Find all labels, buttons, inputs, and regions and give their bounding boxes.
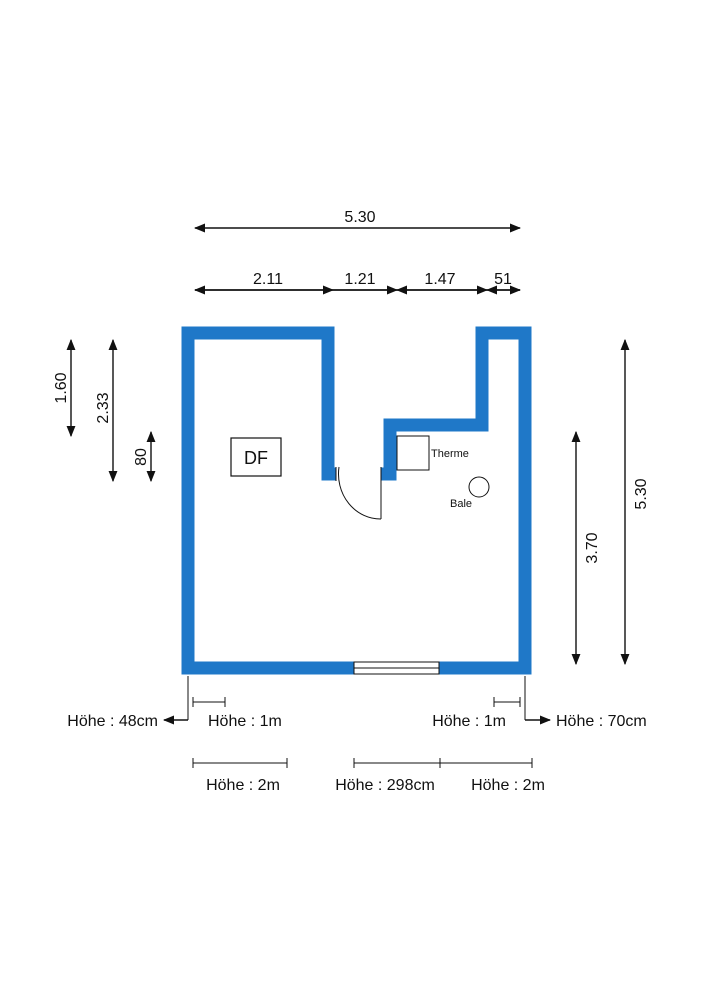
room-walls [181,326,532,675]
dimension-left-1: 1.60 [53,372,70,403]
height-left-inner: Höhe : 1m [208,713,282,730]
height-right-inner: Höhe : 1m [432,713,506,730]
dimension-top-seg-3: 1.47 [424,271,455,288]
height-bottom-left: Höhe : 2m [206,777,280,794]
door-opening [336,466,381,482]
df-label: DF [244,448,268,468]
dimension-top-total: 5.30 [344,209,375,226]
dimension-left-3: 80 [133,448,150,466]
dimension-right-1: 3.70 [584,532,601,563]
dimension-left-2: 2.33 [95,392,112,423]
height-bottom-center: Höhe : 298cm [335,777,435,794]
dimension-top-seg-4: 51 [494,271,512,288]
height-left-outer: Höhe : 48cm [67,713,158,730]
dimension-top-seg-2: 1.21 [344,271,375,288]
bale-circle [468,476,490,498]
door-swing-arc [338,466,382,520]
dimension-right-2: 5.30 [633,478,650,509]
therme-box [396,435,430,471]
therme-label: Therme [431,448,469,460]
bale-label: Bale [450,498,472,510]
height-bottom-right: Höhe : 2m [471,777,545,794]
dimension-top-seg-1: 2.11 [253,271,283,288]
height-right-outer: Höhe : 70cm [556,713,647,730]
df-box [230,437,282,477]
